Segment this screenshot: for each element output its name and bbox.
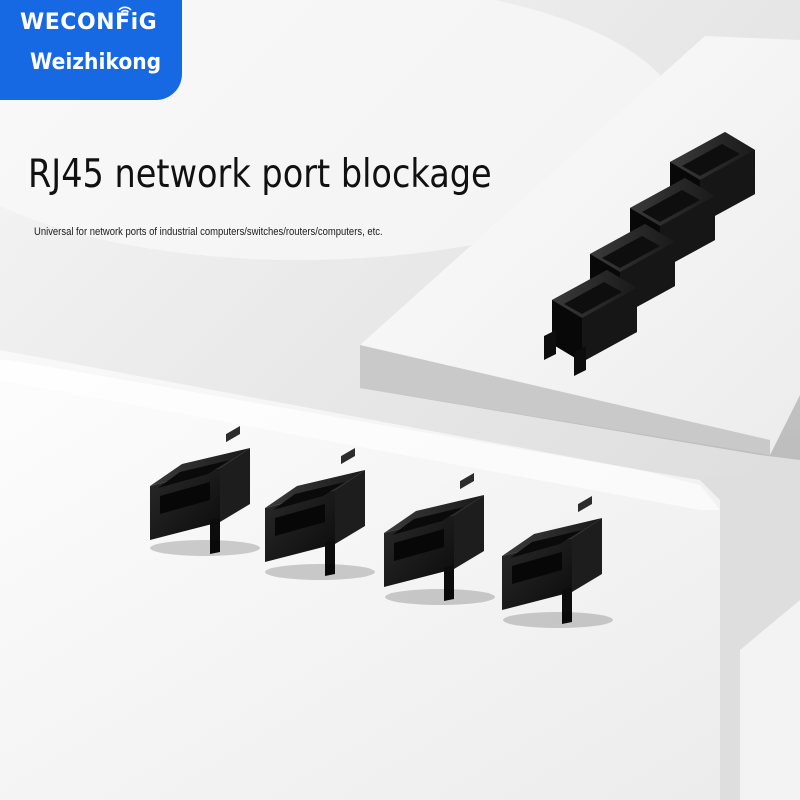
brand-subname: Weizhikong (30, 50, 162, 75)
upper-platform (360, 36, 800, 460)
product-title: RJ45 network port blockage (28, 152, 492, 197)
brand-logo-text: WECONFiG (20, 10, 158, 35)
wifi-icon (118, 6, 132, 15)
product-description: Universal for network ports of industria… (34, 226, 383, 238)
plug-shadows (150, 540, 613, 628)
brand-badge: WECONFiG Weizhikong (0, 0, 182, 100)
